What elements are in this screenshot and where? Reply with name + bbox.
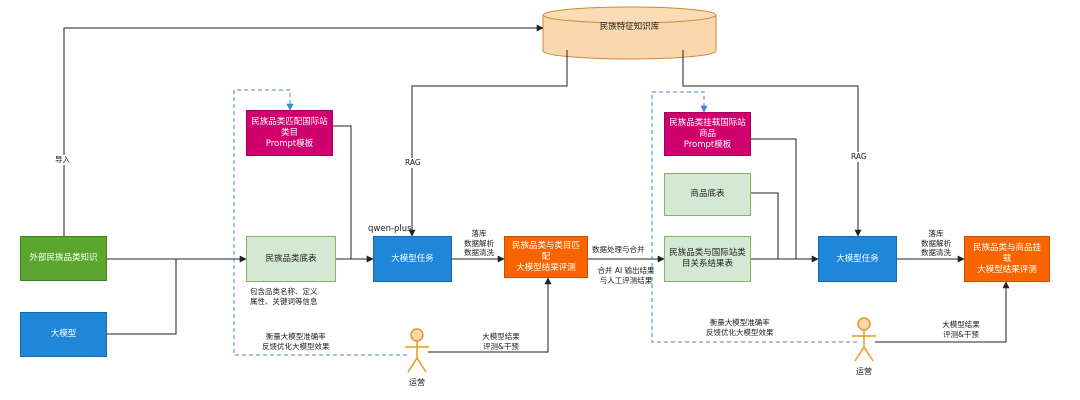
rag-label-1: RAG xyxy=(405,158,421,168)
llm-task-node-1[interactable]: 大模型任务 xyxy=(373,236,452,282)
qwen-plus-label: qwen-plus xyxy=(368,224,412,234)
feedback-loop-2 xyxy=(651,91,857,343)
category-match-eval-node[interactable]: 民族品类与类目匹配 大模型结果评测 xyxy=(504,236,588,278)
operator-actor-2 xyxy=(852,317,876,362)
base-table-info-label: 包含品类名称、定义 属性、关键词等信息 xyxy=(250,287,318,306)
operator-actor-1 xyxy=(405,328,429,373)
feedback-loop-1 xyxy=(233,89,407,356)
data-merge-label: 数据处理与合并 xyxy=(592,245,645,255)
relation-table-node[interactable]: 民族品类与国际站类 目关系结果表 xyxy=(664,236,751,282)
knowledge-base-cylinder xyxy=(542,6,717,60)
edge-rag1 xyxy=(408,50,568,237)
edge-prompt1-task1 xyxy=(333,125,352,259)
parse-label-2: 落库 数据解析 数据清洗 xyxy=(921,229,951,257)
eval-label-2: 大模型结果 评测&干预 xyxy=(942,320,980,339)
edge-actor2-eval xyxy=(875,281,1010,343)
product-mount-eval-node[interactable]: 民族品类与商品挂载 大模型结果评测 xyxy=(964,236,1050,282)
prompt-product-template-node[interactable]: 民族品类挂载国际站 商品 Prompt模板 xyxy=(664,112,751,156)
product-table-node[interactable]: 商品底表 xyxy=(664,173,751,216)
llm-node[interactable]: 大模型 xyxy=(20,312,107,357)
knowledge-base-label: 民族特征知识库 xyxy=(599,22,660,32)
eval-label-1: 大模型结果 评测&干预 xyxy=(482,332,520,351)
ai-merge-label: 合并 AI 输出结果 与人工评测结果 xyxy=(597,266,655,285)
edge-llm-base xyxy=(107,259,177,335)
llm-task-node-2[interactable]: 大模型任务 xyxy=(818,236,897,282)
base-table-node[interactable]: 民族品类底表 xyxy=(246,236,336,282)
operator-name-2: 运营 xyxy=(856,367,872,376)
edge-prompt2-task2 xyxy=(748,138,797,259)
external-knowledge-node[interactable]: 外部民族品类知识 xyxy=(20,236,107,281)
rag-label-2: RAG xyxy=(851,152,867,162)
edge-actor1-eval xyxy=(428,277,552,353)
operator-name-1: 运营 xyxy=(409,378,425,387)
parse-label-1: 落库 数据解析 数据清洗 xyxy=(464,229,494,257)
import-label: 导入 xyxy=(55,155,70,165)
feedback-label-1: 衡量大模型准确率 反馈优化大模型效果 xyxy=(262,332,330,351)
edge-product-task2 xyxy=(751,192,779,259)
prompt-category-template-node[interactable]: 民族品类匹配国际站 类目 Prompt模板 xyxy=(246,110,333,156)
edge-import xyxy=(63,24,544,236)
feedback-label-2: 衡量大模型准确率 反馈优化大模型效果 xyxy=(706,318,774,337)
